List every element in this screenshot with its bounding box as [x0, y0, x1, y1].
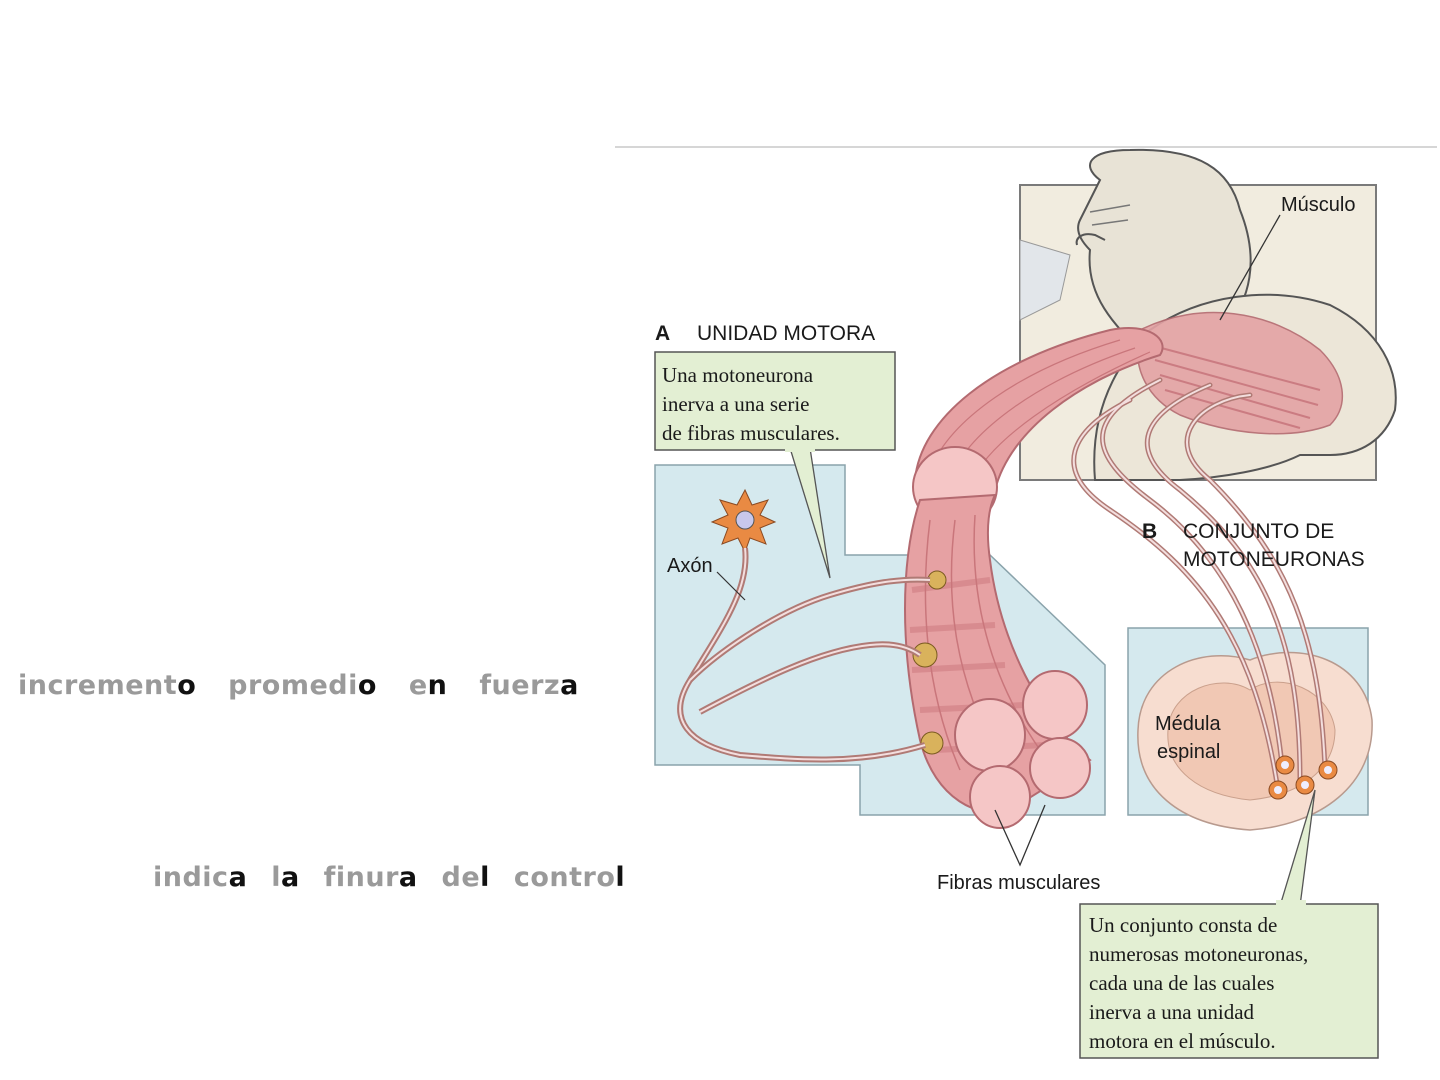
panel-b-title-line-2: MOTONEURONAS — [1183, 548, 1365, 571]
divider-line — [615, 146, 1437, 148]
muscle-bundle — [904, 327, 1164, 829]
word-en: en — [408, 670, 448, 701]
word-control: control — [513, 862, 626, 893]
label-medula: Médula — [1155, 713, 1221, 735]
callout-a — [654, 351, 896, 579]
fibers-pointer — [994, 804, 1046, 867]
callout-b-line-5: motora en el músculo. — [1089, 1029, 1276, 1053]
word-promedio: promedio — [228, 670, 377, 701]
panel-a-letter: A — [655, 322, 670, 345]
label-espinal: espinal — [1157, 741, 1220, 763]
panel-b-letter: B — [1142, 520, 1157, 543]
text-line-control: indica la finura del control — [153, 862, 639, 893]
callout-a-line-3: de fibras musculares. — [662, 421, 840, 445]
callout-a-line-2: inerva a una serie — [662, 392, 810, 416]
label-musculo: Músculo — [1281, 194, 1355, 216]
word-la: la — [271, 862, 300, 893]
label-axon: Axón — [667, 555, 713, 577]
word-del: del — [441, 862, 490, 893]
callout-b-line-3: cada una de las cuales — [1089, 971, 1274, 995]
text-line-fuerza: incremento promedio en fuerza — [18, 670, 601, 701]
panel-b-title-line-1: CONJUNTO DE — [1183, 520, 1334, 543]
panel-a-title: UNIDAD MOTORA — [697, 322, 875, 345]
word-fuerza: fuerza — [479, 670, 579, 701]
label-fibras-musculares: Fibras musculares — [937, 872, 1100, 894]
motoneuron — [677, 488, 931, 763]
word-incremento: incremento — [18, 670, 197, 701]
callout-b-line-2: numerosas motoneuronas, — [1089, 942, 1308, 966]
callout-b — [1079, 789, 1379, 1059]
word-finura: finura — [323, 862, 418, 893]
motoneuron-pool — [1268, 755, 1338, 800]
word-indica: indica — [153, 862, 248, 893]
callout-b-line-1: Un conjunto consta de — [1089, 913, 1277, 937]
arm-inset — [1019, 148, 1397, 481]
callout-a-line-1: Una motoneurona — [662, 363, 814, 387]
callout-b-line-4: inerva a una unidad — [1089, 1000, 1255, 1024]
